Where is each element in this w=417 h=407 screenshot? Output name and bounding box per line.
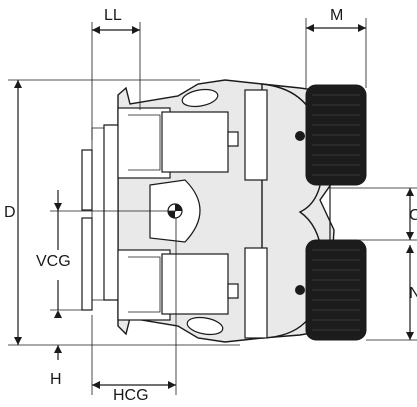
lower-step-block	[117, 249, 171, 321]
lower-tire-tread	[312, 249, 360, 331]
lower-pedal	[227, 283, 239, 299]
lower-hood-line	[128, 256, 161, 313]
cog-quadrant-b	[168, 211, 175, 218]
fork-arm-bottom	[81, 217, 93, 311]
label-m: M	[330, 7, 343, 24]
label-ll: LL	[104, 7, 122, 24]
lower-side-rail	[244, 247, 268, 339]
label-n: N	[409, 285, 417, 302]
lower-handhold-oval	[186, 316, 224, 336]
fork-arm-top	[81, 149, 93, 211]
carriage-plate	[91, 127, 105, 301]
label-hcg: HCG	[113, 387, 149, 404]
dimension-lines	[8, 18, 417, 395]
lower-operator-panel	[161, 253, 229, 315]
label-vcg: VCG	[36, 253, 71, 270]
arrowheads	[14, 24, 414, 389]
upper-side-rail	[244, 89, 268, 181]
label-h: H	[50, 371, 62, 388]
upper-step-block	[117, 107, 171, 179]
upper-pedal	[227, 131, 239, 147]
upper-rail-knob	[295, 131, 305, 141]
upper-handhold-oval	[181, 88, 219, 108]
cog-quadrant-a	[175, 204, 182, 211]
upper-tire-tread	[312, 94, 360, 176]
lower-rail-knob	[295, 285, 305, 295]
upper-hood-line	[128, 114, 161, 171]
upper-operator-panel	[161, 111, 229, 173]
label-d: D	[4, 204, 16, 221]
label-c: C	[409, 207, 417, 224]
truck-top-view	[81, 79, 367, 343]
mast-frame	[103, 124, 119, 301]
